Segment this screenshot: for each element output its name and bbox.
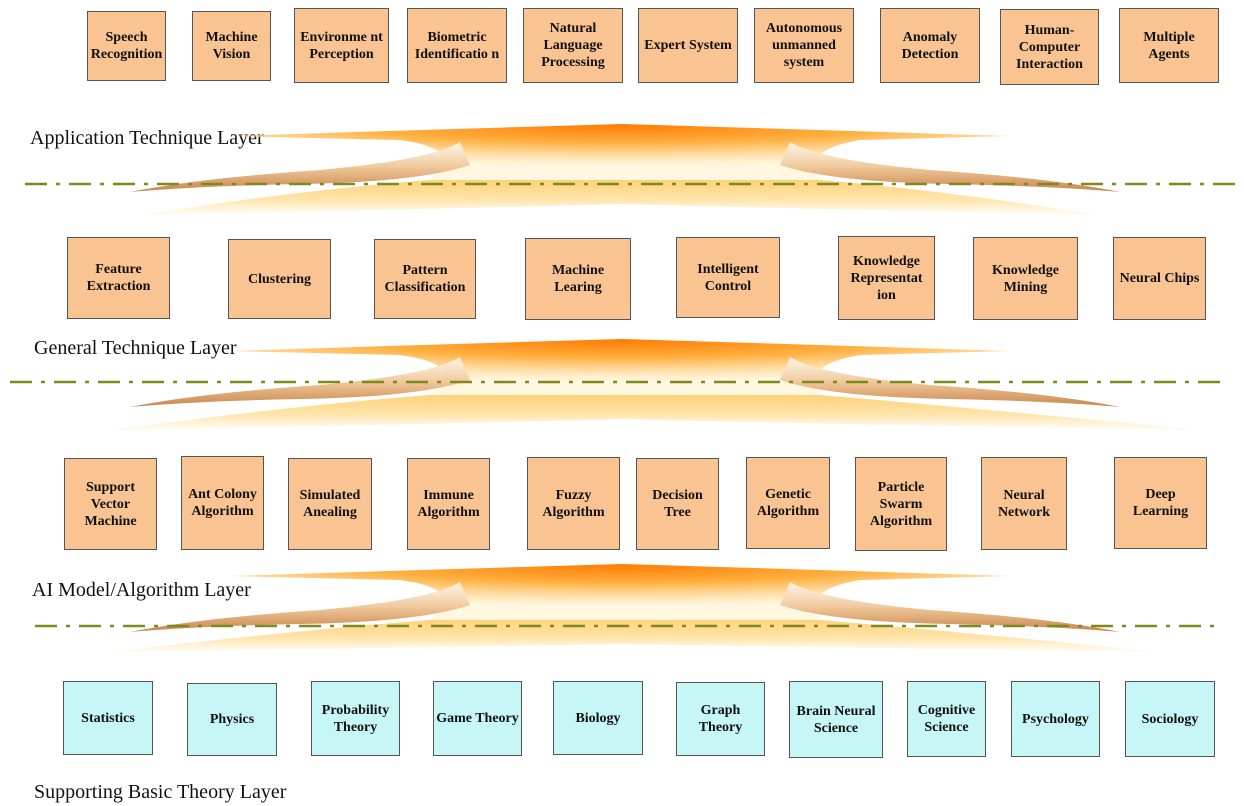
divider-line — [10, 380, 1225, 384]
application-item: Speech Recognition — [87, 11, 166, 81]
general-item: Feature Extraction — [67, 237, 170, 319]
general-item: Machine Learing — [525, 238, 631, 320]
general-item: Neural Chips — [1113, 237, 1206, 320]
algorithm-item: Deep Learning — [1114, 457, 1207, 549]
general-item: Knowledge Representat ion — [838, 236, 935, 320]
basic-item: Physics — [187, 683, 277, 756]
algorithm-item: Support Vector Machine — [64, 458, 157, 550]
band-application-general — [130, 124, 1120, 215]
algorithm-item: Genetic Algorithm — [746, 457, 830, 549]
application-item: Multiple Agents — [1119, 8, 1219, 83]
algorithm-item: Particle Swarm Algorithm — [855, 457, 947, 551]
general-item: Clustering — [228, 239, 331, 319]
algorithm-item: Decision Tree — [636, 458, 719, 550]
band-general-algorithm — [110, 339, 1200, 430]
application-item: Biometric Identificatio n — [407, 8, 507, 83]
basic-item: Sociology — [1125, 681, 1215, 757]
basic-item: Psychology — [1011, 681, 1100, 757]
band-algorithm-basic — [110, 564, 1160, 652]
general-item: Knowledge Mining — [973, 237, 1078, 320]
application-item: Anomaly Detection — [880, 8, 980, 83]
basic-item: Game Theory — [433, 681, 522, 756]
application-item: Natural Language Processing — [523, 8, 623, 83]
basic-layer-label: Supporting Basic Theory Layer — [34, 781, 287, 803]
basic-item: Brain Neural Science — [789, 681, 883, 758]
basic-item: Probability Theory — [311, 681, 400, 756]
algorithm-item: Immune Algorithm — [407, 458, 490, 550]
basic-item: Biology — [553, 681, 643, 755]
general-item: Intelligent Control — [676, 237, 780, 318]
algorithm-item: Fuzzy Algorithm — [527, 457, 620, 550]
algorithm-item: Neural Network — [981, 457, 1067, 550]
basic-item: Statistics — [63, 681, 153, 755]
application-item: Autonomous unmanned system — [754, 8, 854, 83]
application-item: Machine Vision — [192, 11, 271, 81]
basic-item: Cognitive Science — [907, 681, 986, 757]
divider-line — [25, 182, 1240, 186]
algorithm-layer-label: AI Model/Algorithm Layer — [32, 579, 251, 601]
application-item: Expert System — [638, 8, 738, 83]
application-item: Human- Computer Interaction — [1000, 9, 1099, 85]
application-item: Environme nt Perception — [294, 8, 389, 83]
general-item: Pattern Classification — [374, 239, 476, 319]
algorithm-item: Ant Colony Algorithm — [181, 456, 264, 550]
algorithm-item: Simulated Anealing — [288, 458, 372, 550]
application-layer-label: Application Technique Layer — [30, 127, 264, 149]
general-layer-label: General Technique Layer — [34, 337, 237, 359]
basic-item: Graph Theory — [676, 682, 765, 756]
divider-line — [35, 624, 1215, 628]
